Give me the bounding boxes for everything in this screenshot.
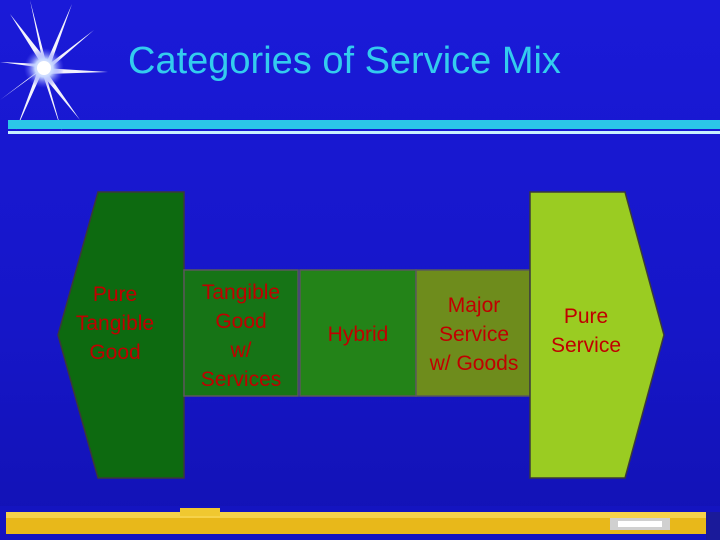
title-underline bbox=[8, 120, 720, 129]
shape-major-service-with-goods bbox=[415, 269, 531, 397]
title-underline-thin bbox=[8, 131, 720, 134]
label-major-service-with-goods: Major Service w/ Goods bbox=[429, 294, 519, 375]
starburst-icon bbox=[0, 0, 108, 132]
shape-pure-service bbox=[529, 191, 665, 479]
footer-decoration bbox=[0, 506, 720, 540]
shape-tangible-good-with-services bbox=[183, 269, 299, 397]
label-pure-service: Pure Service bbox=[550, 305, 622, 357]
slide-title: Categories of Service Mix bbox=[128, 40, 561, 82]
label-pure-tangible-good: Pure Tangible Good bbox=[75, 283, 155, 364]
shape-pure-tangible-good bbox=[57, 191, 185, 479]
label-tangible-good-with-services: Tangible Good w/ Services bbox=[200, 281, 282, 391]
shape-hybrid bbox=[299, 269, 417, 397]
label-hybrid: Hybrid bbox=[327, 323, 389, 346]
